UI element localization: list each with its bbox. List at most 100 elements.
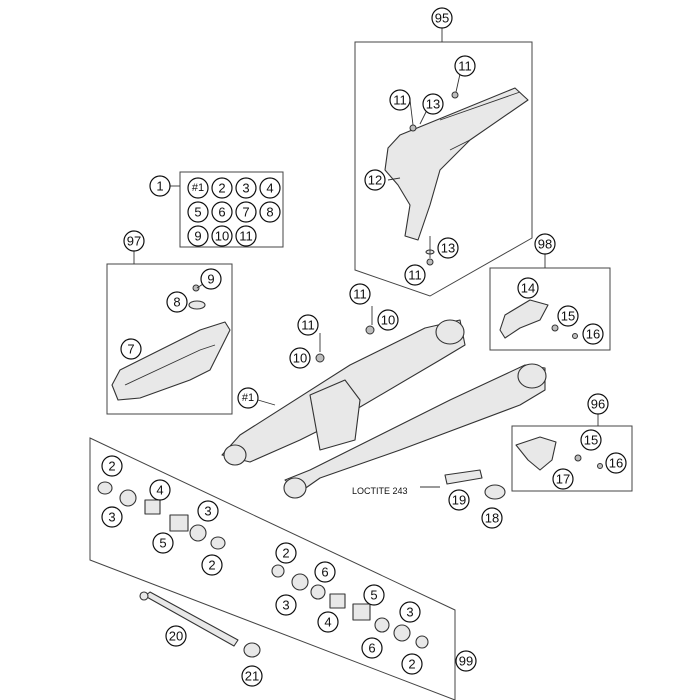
- svg-text:95: 95: [435, 11, 449, 26]
- svg-text:10: 10: [215, 229, 229, 244]
- callout-labels: 95 97 98 96 99 1 #1 2 3 4 5 6 7 8 9 10 1…: [101, 7, 627, 687]
- screw-9: [192, 284, 200, 292]
- callout-99: 99: [455, 650, 477, 672]
- callout-b4b: 4: [317, 611, 339, 633]
- callout-cg-11a: 11: [389, 89, 411, 111]
- svg-text:3: 3: [242, 181, 249, 196]
- washer-8: [188, 300, 206, 310]
- callout-b3c: 3: [275, 594, 297, 616]
- ring-3-c: [291, 573, 309, 591]
- bearing-5-a: [169, 514, 189, 532]
- svg-text:11: 11: [239, 229, 253, 244]
- callout-19: 19: [448, 489, 470, 511]
- callout-97: 97: [123, 230, 145, 252]
- swingarm-fitting-10-a: [365, 325, 375, 335]
- screw-16-a: [572, 333, 578, 339]
- svg-text:17: 17: [556, 472, 570, 487]
- washer-15-b: [574, 454, 582, 462]
- chain-guide-detail: [124, 344, 216, 386]
- group-99-frame: [89, 437, 456, 700]
- svg-text:9: 9: [194, 229, 201, 244]
- svg-text:11: 11: [353, 287, 367, 302]
- svg-text:11: 11: [393, 93, 407, 108]
- svg-text:10: 10: [381, 313, 395, 328]
- kit-callout-2: 2: [211, 177, 233, 199]
- svg-text:96: 96: [591, 397, 605, 412]
- kit-callout-6: 6: [211, 201, 233, 223]
- callout-b3d: 3: [399, 601, 421, 623]
- pivot-cap-18: [484, 484, 506, 500]
- svg-text:#1: #1: [242, 392, 254, 404]
- bearing-5-b: [352, 603, 371, 621]
- callout-sa-10b: 10: [289, 347, 311, 369]
- svg-text:8: 8: [173, 295, 180, 310]
- callout-98: 98: [534, 233, 556, 255]
- callout-guide-9: 9: [200, 268, 222, 290]
- callout-cg-11c: 11: [404, 264, 426, 286]
- svg-text:#1: #1: [192, 182, 204, 194]
- callout-b2a: 2: [101, 455, 123, 477]
- svg-text:2: 2: [208, 558, 215, 573]
- callout-15b: 15: [580, 429, 602, 451]
- svg-text:2: 2: [282, 546, 289, 561]
- callout-b2d: 2: [401, 653, 423, 675]
- chain-guard-small-group: [511, 414, 633, 492]
- svg-text:3: 3: [204, 504, 211, 519]
- leader-cg12: [387, 177, 401, 181]
- swingarm-right-arm: [284, 364, 546, 493]
- svg-text:10: 10: [293, 351, 307, 366]
- kit-callout-10: 10: [211, 225, 233, 247]
- svg-text:5: 5: [159, 536, 166, 551]
- svg-text:9: 9: [207, 272, 214, 287]
- callout-b3b: 3: [197, 500, 219, 522]
- callout-17: 17: [552, 468, 574, 490]
- leader-cg11b: [455, 73, 461, 93]
- svg-text:6: 6: [368, 641, 375, 656]
- callout-sa-11a: 11: [349, 283, 371, 305]
- washer-6-a: [310, 584, 326, 600]
- sliding-guard-group: [489, 254, 611, 351]
- group-97-frame: [106, 263, 233, 415]
- svg-text:15: 15: [584, 433, 598, 448]
- kit-callout-9: 9: [187, 225, 209, 247]
- svg-text:20: 20: [169, 629, 183, 644]
- pivot-axle-group: [139, 591, 261, 658]
- chain-guard-detail: [439, 91, 521, 151]
- svg-text:4: 4: [266, 181, 273, 196]
- screw-11-top-right: [451, 91, 459, 99]
- svg-text:4: 4: [156, 483, 163, 498]
- callout-14: 14: [517, 277, 539, 299]
- seal-2-a: [97, 481, 113, 495]
- callout-cg-13a: 13: [422, 93, 444, 115]
- callout-b5b: 5: [363, 584, 385, 606]
- svg-text:5: 5: [370, 588, 377, 603]
- callout-cg-11b: 11: [454, 55, 476, 77]
- svg-text:6: 6: [218, 205, 225, 220]
- svg-text:21: 21: [245, 669, 259, 684]
- svg-text:16: 16: [586, 327, 600, 342]
- chain-guide: [111, 321, 231, 401]
- callout-21: 21: [241, 665, 263, 687]
- svg-text:16: 16: [609, 456, 623, 471]
- group-96-frame: [511, 425, 633, 492]
- svg-text:11: 11: [458, 59, 472, 74]
- svg-text:15: 15: [561, 309, 575, 324]
- ring-3-b: [189, 524, 207, 542]
- seal-2-b: [210, 536, 226, 550]
- swingarm-left-axle-end: [435, 319, 465, 345]
- screw-11-top-left: [409, 124, 417, 132]
- pivot-axle-head: [139, 591, 149, 601]
- svg-text:4: 4: [324, 615, 331, 630]
- svg-text:11: 11: [408, 268, 422, 283]
- kit-callout-4: 4: [259, 177, 281, 199]
- callout-16a: 16: [582, 323, 604, 345]
- kit-reference-group: [170, 171, 284, 248]
- svg-text:5: 5: [194, 205, 201, 220]
- svg-text:3: 3: [108, 510, 115, 525]
- washer-15-a: [551, 324, 559, 332]
- leader-swingarm: [257, 399, 276, 406]
- swingarm-right-pivot: [283, 477, 307, 499]
- leader-guide9: [196, 283, 204, 289]
- svg-text:97: 97: [127, 234, 141, 249]
